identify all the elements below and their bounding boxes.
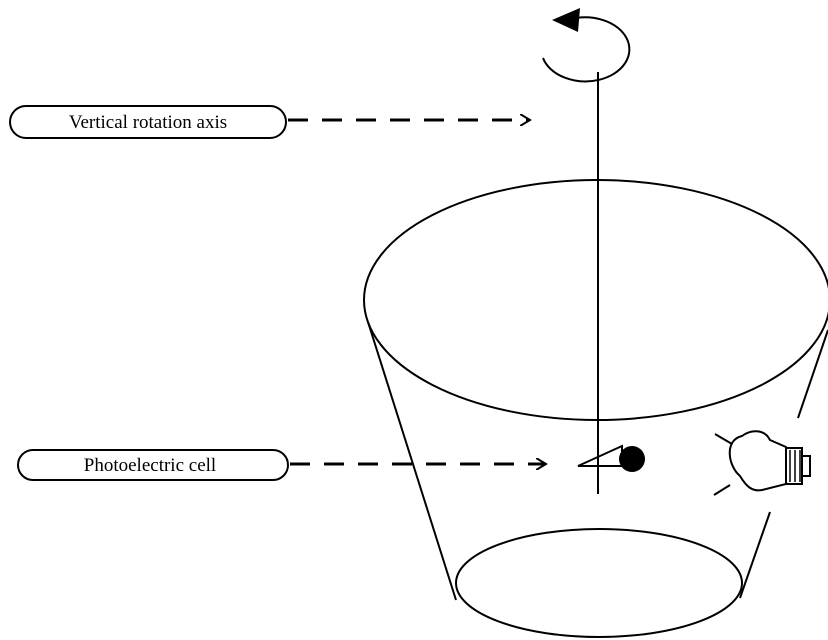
light-bulb-icon [713,430,811,496]
cell-label-text: Photoelectric cell [84,455,216,476]
axis-label: Vertical rotation axis [9,105,287,139]
cone-top-ellipse [363,179,828,421]
cone-right-side-lower [739,511,771,599]
cell-label: Photoelectric cell [17,449,289,481]
cone-container [363,179,828,638]
photoelectric-cell [577,444,645,472]
cone-right-side [797,329,828,419]
cell-sensor-dot [619,446,645,472]
cell-label-box [17,449,289,481]
cone-bottom-ellipse [455,528,743,638]
axis-label-box [9,105,287,139]
axis-label-text: Vertical rotation axis [69,112,227,133]
rotation-arrow-icon [542,8,631,83]
cone-left-side [367,321,457,601]
